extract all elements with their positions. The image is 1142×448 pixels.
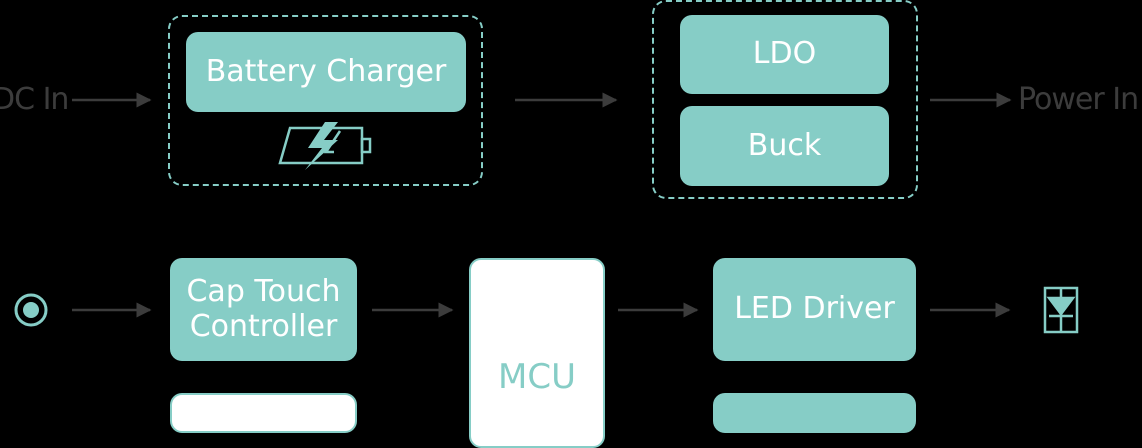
power-in-label: Power In [1018,82,1139,117]
cap-touch-controller-block: Cap Touch Controller [170,258,357,361]
battery-charging-icon [278,122,372,170]
diagram-connectors [14,92,1079,334]
buck-label: Buck [747,127,822,163]
battery-charger-block: Battery Charger [186,32,466,112]
touch-target-icon [14,293,48,327]
regulator-group [652,0,918,199]
cap-touch-controller-label: Cap Touch Controller [186,274,341,344]
dc-in-label: DC In [0,82,69,117]
led-driver-label: LED Driver [734,291,895,327]
ldo-label: LDO [752,36,817,72]
ldo-block: LDO [680,15,889,94]
charger-group [168,15,483,186]
battery-charger-label: Battery Charger [205,53,447,89]
led-diode-icon [1043,286,1079,334]
mcu-label: MCU [498,357,576,397]
buck-block: Buck [680,106,889,186]
led-driver-block: LED Driver [713,258,916,361]
